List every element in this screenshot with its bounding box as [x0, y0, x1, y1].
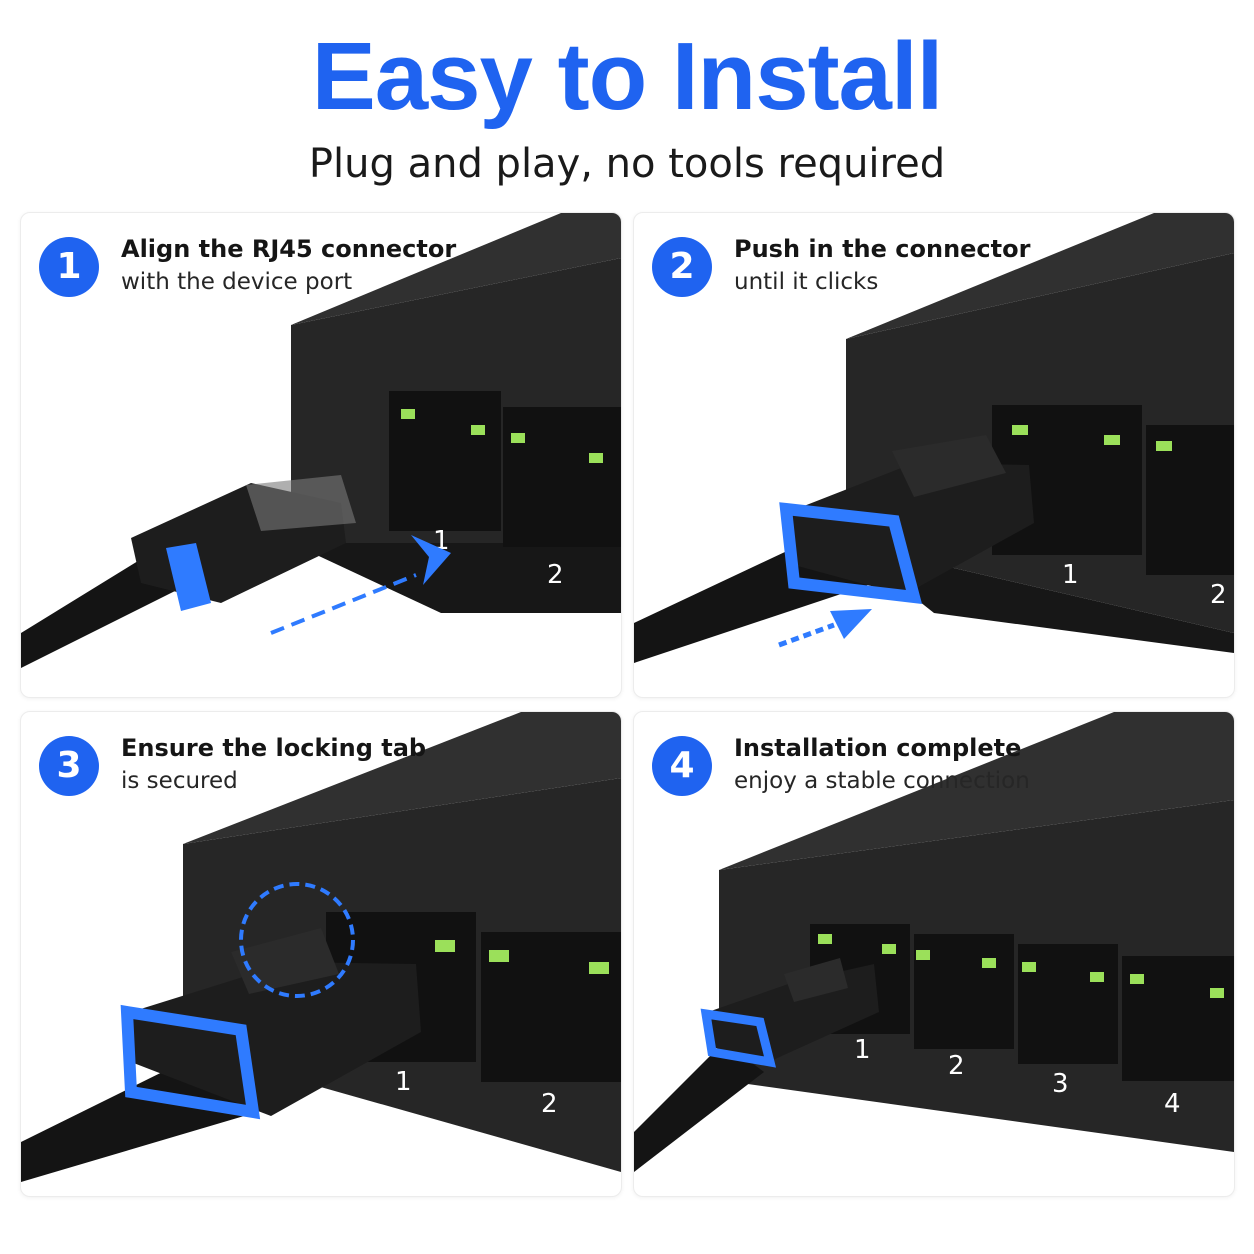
step-title: Align the RJ45 connector	[121, 235, 457, 263]
step-description: enjoy a stable connection	[734, 768, 1030, 794]
step-card-4: 1 2 3 4 4 Installation complete enjoy a …	[633, 711, 1235, 1197]
rj45-connector	[786, 463, 1034, 595]
step-description: with the device port	[121, 269, 353, 295]
step-2-illustration: 1 2	[634, 213, 1234, 663]
step-number-badge: 1	[39, 237, 99, 297]
port-label-1: 1	[395, 1067, 412, 1097]
port-label-1: 1	[854, 1035, 871, 1065]
step-title: Ensure the locking tab	[121, 734, 427, 762]
port-1-led-right	[1104, 435, 1120, 445]
device-top	[846, 213, 1234, 339]
port-1-led-left	[401, 409, 415, 419]
port-label-2: 2	[541, 1089, 558, 1119]
device-top	[291, 213, 621, 325]
port-2-led-right	[589, 962, 609, 974]
port-label-3: 3	[1052, 1069, 1069, 1099]
flat-cable	[634, 543, 874, 663]
port-label-2: 2	[948, 1051, 965, 1081]
port-2-led-left	[511, 433, 525, 443]
step-number-badge: 2	[652, 237, 712, 297]
step-title: Installation complete	[734, 734, 1022, 762]
port-label-1: 1	[1062, 560, 1079, 590]
port-1-led-left	[818, 934, 832, 944]
port-1-led-right	[471, 425, 485, 435]
insert-arrow-line	[270, 573, 417, 635]
page-subtitle: Plug and play, no tools required	[308, 141, 946, 187]
step-description: until it clicks	[734, 269, 879, 295]
port-1-led-right	[882, 944, 896, 954]
port-label-4: 4	[1164, 1089, 1181, 1119]
push-arrow-line	[778, 622, 835, 648]
step-card-2: 1 2 2 Push in the connector until it cli…	[633, 212, 1235, 698]
port-2-led-right	[589, 453, 603, 463]
step-4-illustration: 1 2 3 4	[634, 712, 1234, 1172]
cable-blue-band	[779, 502, 923, 604]
port-2-led-right	[982, 958, 996, 968]
cable-blue-band	[166, 543, 211, 611]
step-card-1: 1 2 1 Align the RJ45 connector with the …	[20, 212, 622, 698]
rj45-connector	[131, 962, 421, 1116]
cable-blue-band	[120, 1004, 261, 1120]
device-top	[719, 712, 1234, 870]
step-number-badge: 3	[39, 736, 99, 796]
port-label-2: 2	[1210, 580, 1227, 610]
device-top	[183, 712, 621, 844]
locking-tab	[892, 435, 1006, 497]
port-2	[914, 934, 1014, 1049]
step-number-badge: 4	[652, 736, 712, 796]
step-1-illustration: 1 2	[21, 213, 621, 668]
locking-tab	[784, 958, 848, 1002]
cable-blue-band	[700, 1008, 777, 1068]
insert-arrow-head	[411, 535, 451, 585]
port-3-led-right	[1090, 972, 1104, 982]
step-description: is secured	[121, 768, 238, 794]
step-3-illustration: 1 2	[21, 712, 621, 1182]
lock-highlight-circle	[239, 882, 355, 998]
port-2-led-left	[489, 950, 509, 962]
port-4-led-right	[1210, 988, 1224, 998]
port-1-led-right	[435, 940, 455, 952]
push-arrow-head	[830, 609, 872, 639]
port-2	[503, 407, 621, 547]
device-shadow	[291, 543, 621, 613]
port-1-led-left	[1012, 425, 1028, 435]
port-4-led-left	[1130, 974, 1144, 984]
port-2-led-left	[916, 950, 930, 960]
step-title: Push in the connector	[734, 235, 1031, 263]
port-2-led-left	[1156, 441, 1172, 451]
port-3-led-left	[1022, 962, 1036, 972]
connector-tip	[246, 475, 356, 531]
step-card-3: 1 2 3 Ensure the locking tab is secured	[20, 711, 622, 1197]
flat-cable	[634, 1042, 764, 1172]
page-title: Easy to Install	[311, 23, 944, 130]
port-label-2: 2	[547, 560, 564, 590]
